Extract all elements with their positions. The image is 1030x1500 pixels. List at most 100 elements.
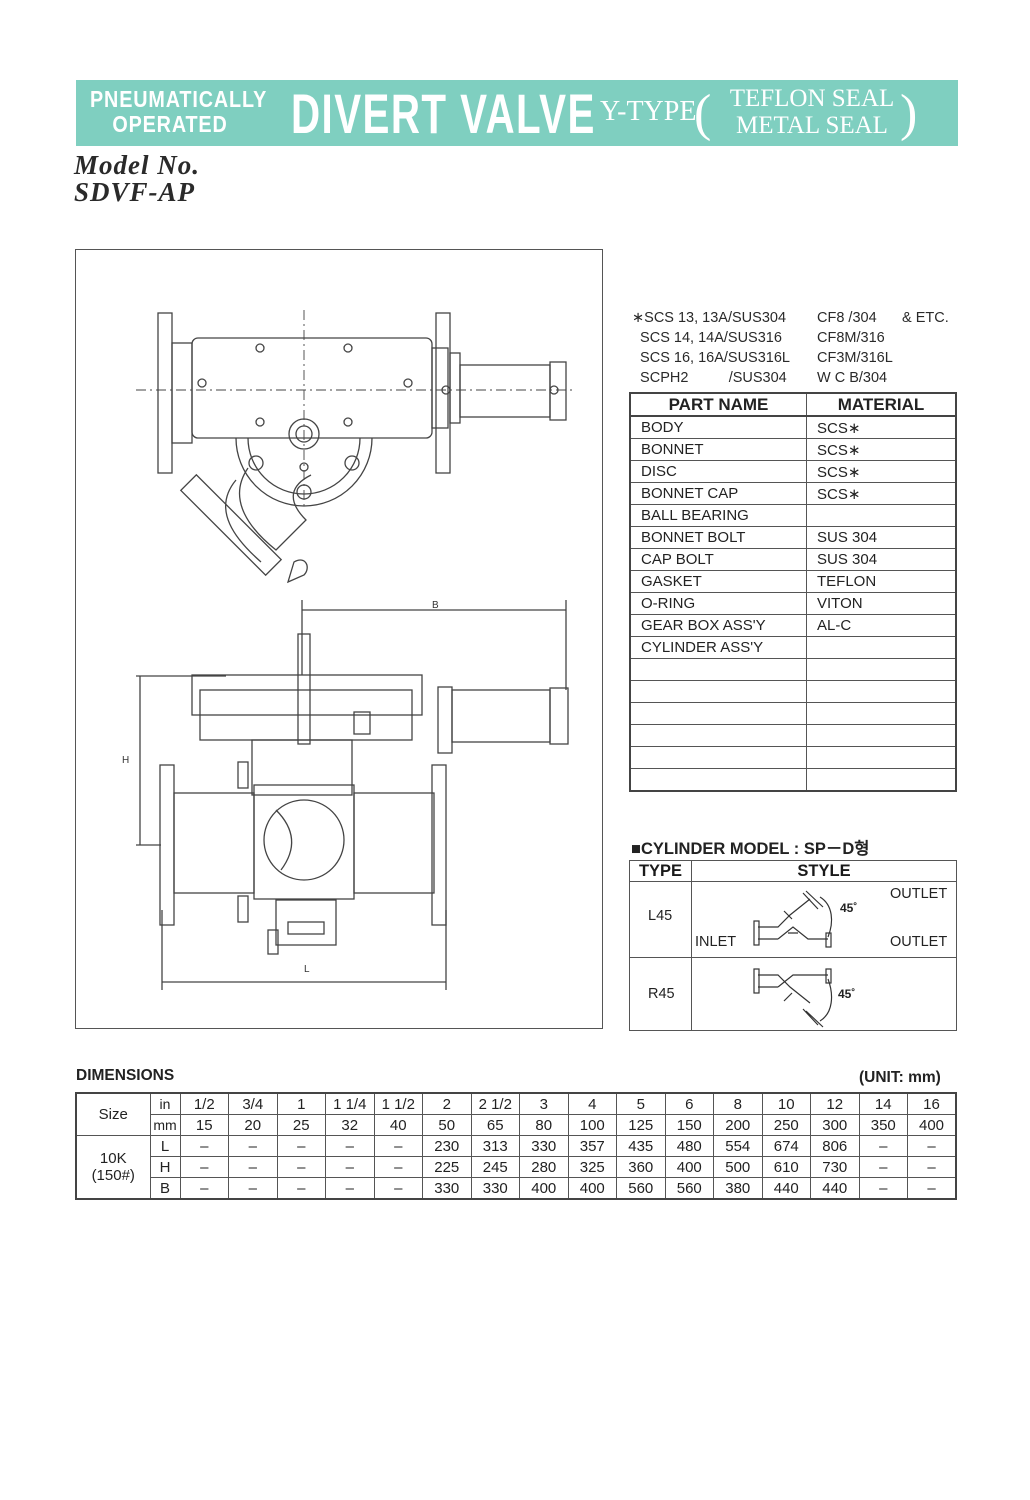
- dimension-value-cell: 560: [664, 1177, 714, 1200]
- material-cell: [806, 680, 957, 703]
- pressure-class-line: (150#): [91, 1167, 135, 1184]
- dimension-label: H: [149, 1156, 181, 1178]
- size-inch-cell: 2: [422, 1092, 472, 1115]
- size-mm-cell: 65: [470, 1114, 520, 1136]
- material-cell: SUS 304: [806, 548, 957, 571]
- banner-line-2: OPERATED: [112, 111, 228, 137]
- type-r45: R45: [648, 986, 675, 1002]
- material-cell: VITON: [806, 592, 957, 615]
- size-mm-cell: 32: [325, 1114, 375, 1136]
- dimension-value-cell: –: [325, 1135, 375, 1157]
- dimension-value-cell: 440: [761, 1177, 811, 1200]
- size-inch-cell: 8: [713, 1092, 763, 1115]
- size-mm-cell: 200: [713, 1114, 763, 1136]
- model-number: Model No. SDVF-AP: [74, 152, 200, 206]
- material-cell: [806, 746, 957, 769]
- material-grade: ∗SCS 13, 13A/SUS304: [632, 310, 787, 326]
- material-cell: SCS∗: [806, 482, 957, 505]
- size-inch-cell: 4: [567, 1092, 617, 1115]
- material-grade: SCS 14, 14A/SUS316: [632, 330, 782, 346]
- dimension-value-cell: 435: [616, 1135, 666, 1157]
- outlet-label: OUTLET: [890, 934, 948, 950]
- size-label: Size: [75, 1092, 151, 1136]
- size-inch-cell: 3/4: [228, 1092, 278, 1115]
- dimension-value-cell: 554: [713, 1135, 763, 1157]
- dimension-value-cell: –: [325, 1156, 375, 1178]
- pressure-class-label: 10K(150#): [75, 1135, 151, 1200]
- banner-close-paren: ): [900, 85, 918, 142]
- pressure-class-line: 10K: [99, 1150, 127, 1167]
- material-etc: & ETC.: [902, 310, 949, 326]
- dimension-value-cell: 400: [664, 1156, 714, 1178]
- part-name-cell: BONNET: [629, 438, 807, 461]
- dimension-value-cell: 610: [761, 1156, 811, 1178]
- dimension-value-cell: –: [276, 1156, 326, 1178]
- dimension-value-cell: 225: [422, 1156, 472, 1178]
- dimension-value-cell: –: [179, 1177, 229, 1200]
- dimension-value-cell: –: [228, 1177, 278, 1200]
- size-inch-cell: 1 1/2: [373, 1092, 423, 1115]
- material-grade: SCS 16, 16A/SUS316L: [632, 350, 790, 366]
- seal-option-metal: METAL SEAL: [736, 112, 888, 139]
- dimension-h-label: H: [122, 755, 129, 766]
- material-cell: [806, 702, 957, 725]
- seal-option-teflon: TEFLON SEAL: [729, 85, 895, 112]
- title-banner: PNEUMATICALLY OPERATED DIVERT VALVE Y-TY…: [76, 80, 958, 146]
- size-mm-cell: 150: [664, 1114, 714, 1136]
- size-mm-cell: 50: [422, 1114, 472, 1136]
- dimension-value-cell: –: [276, 1177, 326, 1200]
- size-mm-cell: 250: [761, 1114, 811, 1136]
- material-equivalent: CF3M/316L: [817, 350, 893, 366]
- dimension-label: L: [149, 1135, 181, 1157]
- dimensions-title: DIMENSIONS: [76, 1067, 175, 1084]
- size-inch-cell: 5: [616, 1092, 666, 1115]
- model-label: Model No.: [74, 150, 200, 180]
- column-header-material: MATERIAL: [806, 392, 957, 417]
- dimension-value-cell: 440: [810, 1177, 860, 1200]
- dimension-value-cell: 330: [470, 1177, 520, 1200]
- material-cell: TEFLON: [806, 570, 957, 593]
- material-cell: [806, 658, 957, 681]
- size-inch-cell: 2 1/2: [470, 1092, 520, 1115]
- dimension-value-cell: 357: [567, 1135, 617, 1157]
- dimension-value-cell: –: [179, 1135, 229, 1157]
- part-name-cell: [629, 680, 807, 703]
- part-name-cell: BONNET BOLT: [629, 526, 807, 549]
- dimension-value-cell: –: [907, 1177, 957, 1200]
- dimension-l-label: L: [304, 964, 310, 975]
- material-equivalent: W C B/304: [817, 370, 888, 386]
- part-name-cell: O-RING: [629, 592, 807, 615]
- part-name-cell: BALL BEARING: [629, 504, 807, 527]
- outlet-label: OUTLET: [890, 886, 948, 902]
- material-cell: [806, 768, 957, 792]
- parts-table-row: BALL BEARING: [629, 504, 957, 527]
- dimension-label: B: [149, 1177, 181, 1200]
- banner-operation: PNEUMATICALLY OPERATED: [90, 87, 266, 137]
- size-mm-cell: 15: [179, 1114, 229, 1136]
- angle-label: 45˚: [840, 901, 858, 915]
- dimension-value-cell: 400: [519, 1177, 569, 1200]
- part-name-cell: [629, 724, 807, 747]
- dimension-value-cell: 674: [761, 1135, 811, 1157]
- unit-in-label: in: [149, 1092, 181, 1115]
- material-cell: SCS∗: [806, 438, 957, 461]
- material-cell: SCS∗: [806, 460, 957, 483]
- banner-title: DIVERT VALVE: [291, 82, 596, 145]
- dimension-value-cell: 325: [567, 1156, 617, 1178]
- size-mm-cell: 400: [907, 1114, 957, 1136]
- r45-valve-diagram: [753, 968, 833, 1028]
- material-equivalent: CF8 /304: [817, 310, 877, 326]
- dimension-value-cell: 730: [810, 1156, 860, 1178]
- material-cell: SUS 304: [806, 526, 957, 549]
- size-mm-cell: 40: [373, 1114, 423, 1136]
